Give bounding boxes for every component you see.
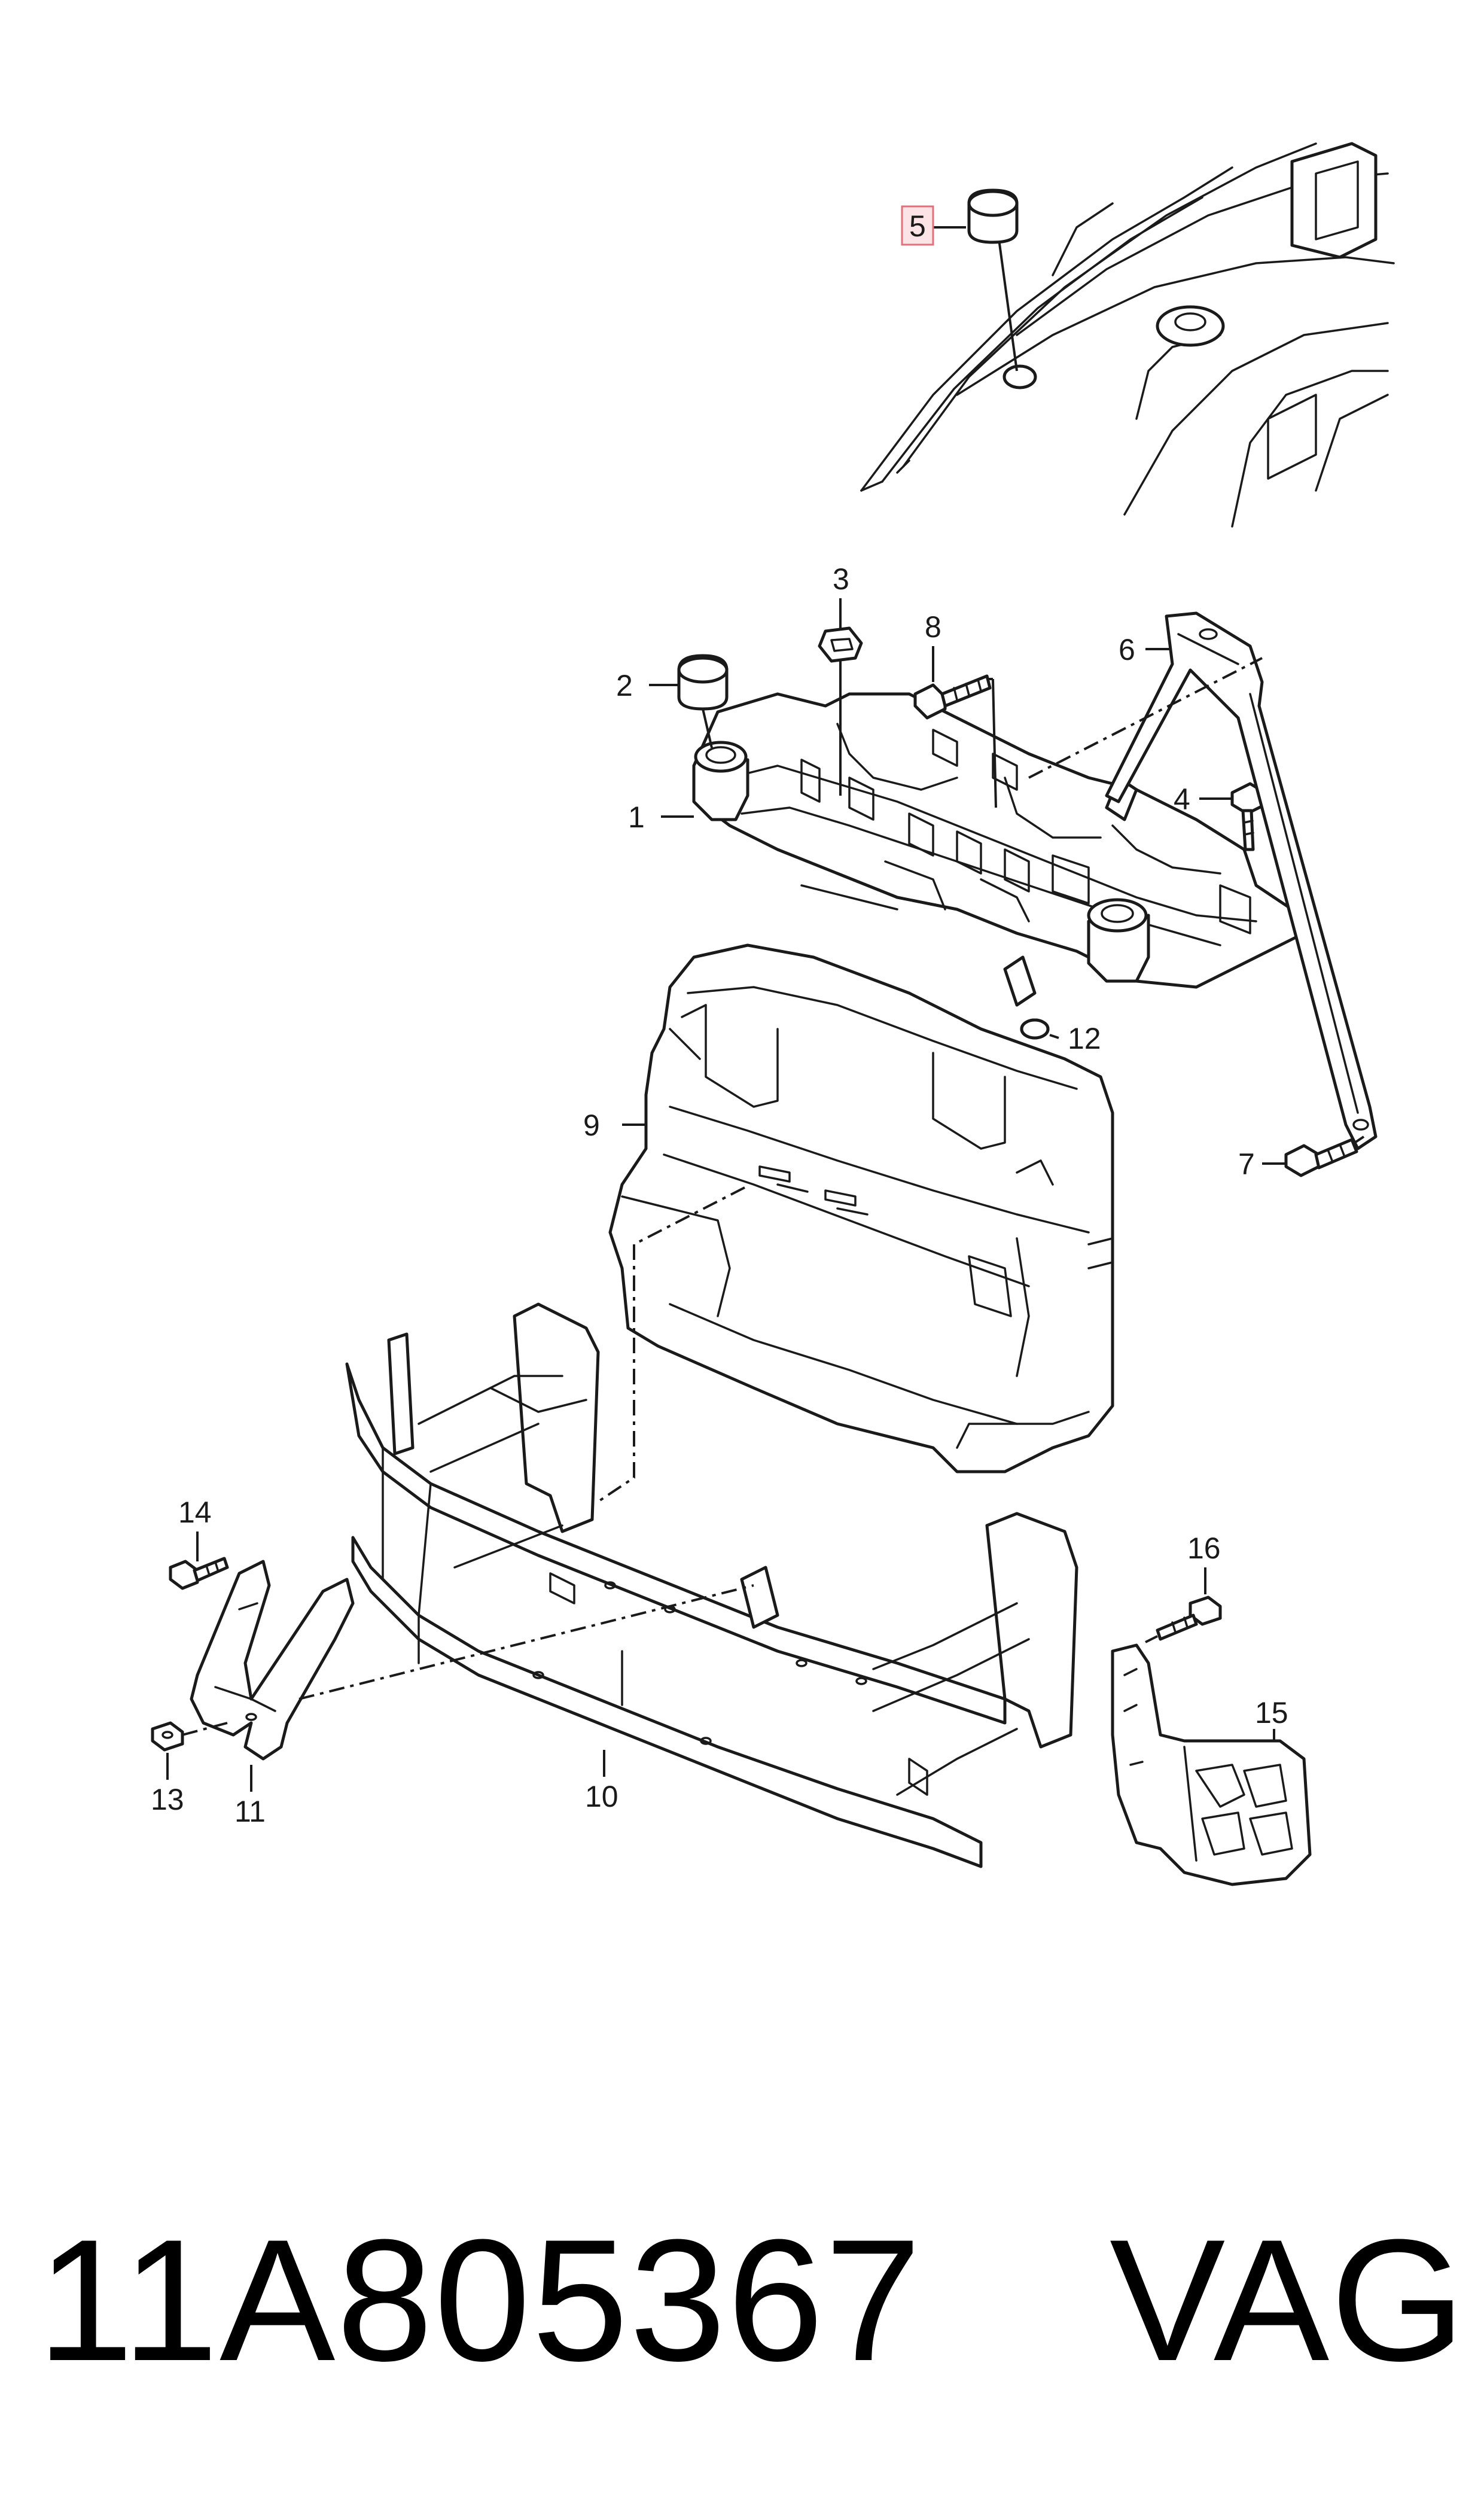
part-15-bracket-right bbox=[1111, 1643, 1312, 1886]
callout-12: 12 bbox=[1068, 1022, 1101, 1055]
callout-5-highlight-box bbox=[901, 205, 934, 246]
callout-10: 10 bbox=[585, 1780, 618, 1813]
callout-4: 4 bbox=[1174, 783, 1190, 816]
part-number-label: 11A805367 bbox=[37, 2203, 923, 2397]
callout-16: 16 bbox=[1187, 1531, 1221, 1565]
part-8-bolt bbox=[913, 674, 997, 808]
callout-1: 1 bbox=[628, 800, 645, 834]
part-3-clip-nut bbox=[818, 626, 863, 796]
callout-2: 2 bbox=[616, 669, 633, 702]
part-16-bolt bbox=[1145, 1596, 1222, 1643]
callout-6: 6 bbox=[1119, 633, 1135, 666]
callout-15: 15 bbox=[1255, 1696, 1288, 1730]
part-2-cap bbox=[677, 654, 729, 748]
part-11-bracket-left bbox=[190, 1560, 754, 1761]
callout-9: 9 bbox=[583, 1109, 600, 1142]
callout-13: 13 bbox=[151, 1783, 184, 1816]
callout-5: 5 bbox=[909, 209, 926, 243]
brand-label: VAG bbox=[1110, 2203, 1467, 2397]
callout-labels: 1 2 3 4 5 6 7 8 9 10 11 12 13 14 15 16 bbox=[151, 209, 1288, 1828]
part-1-lock-carrier-upper bbox=[692, 692, 1306, 1007]
callout-3: 3 bbox=[833, 562, 849, 596]
body-inset-illustration bbox=[860, 142, 1395, 528]
callout-8: 8 bbox=[925, 610, 941, 644]
part-13-nut bbox=[151, 1721, 228, 1752]
part-10-crossmember bbox=[345, 1302, 1078, 1868]
callout-7: 7 bbox=[1238, 1147, 1255, 1181]
part-5-plug bbox=[967, 188, 1019, 244]
callout-14: 14 bbox=[178, 1496, 212, 1529]
part-12-clip bbox=[1020, 1018, 1050, 1040]
callout-11: 11 bbox=[234, 1795, 266, 1828]
callout-leaders bbox=[166, 226, 1286, 1792]
part-6-support-strut bbox=[1028, 611, 1378, 1150]
part-7-bolt bbox=[1284, 1135, 1365, 1177]
part-14-bolt bbox=[169, 1557, 229, 1590]
